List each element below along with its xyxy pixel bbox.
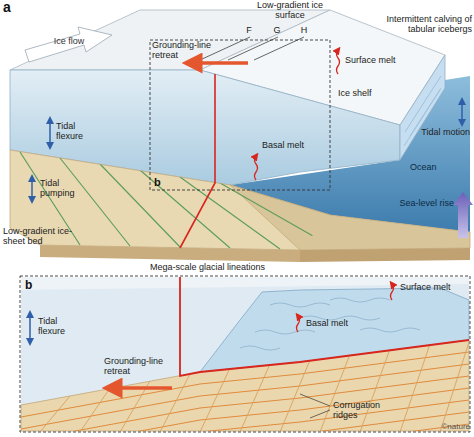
inset-basal-melt-symbol: [297, 316, 300, 332]
sea-level-arrow: [453, 192, 473, 238]
tidal-motion-arrow: [461, 101, 463, 123]
seafloor: [230, 185, 470, 250]
text-label: Surface melt: [400, 282, 466, 292]
ridge-lines: [21, 352, 469, 437]
text-label: Tidal pumping: [40, 178, 90, 198]
text-label: Surface melt: [345, 55, 403, 65]
text-label: Grounding-line retreat: [152, 40, 220, 60]
text-label: Ice flow: [36, 36, 102, 46]
ice-flow-arrow: [25, 27, 112, 62]
surface-melt-symbol: [337, 50, 340, 74]
text-label: Ocean: [410, 162, 454, 172]
block-side: [300, 248, 470, 262]
text-label: Corrugation ridges: [333, 400, 403, 420]
inset-tidal-flexure-arrow: [29, 314, 31, 342]
text-label: Basal melt: [306, 318, 366, 328]
inset-ice: [21, 277, 469, 431]
retreat-arrow: [192, 61, 248, 65]
text-label: Basal melt: [262, 140, 318, 150]
text-label: a: [3, 0, 17, 16]
grounding-line: [180, 74, 215, 248]
text-label: Tidal motion: [400, 127, 470, 137]
corrugation-leader: [300, 394, 330, 418]
inset-grounding-line: [180, 277, 469, 376]
basal-melt-symbol: [255, 156, 258, 180]
block-side: [40, 245, 300, 262]
text-label: ©nature: [420, 423, 470, 432]
calving-front-face: [400, 55, 445, 160]
inset-frame: [150, 40, 330, 190]
text-label: G: [272, 25, 282, 35]
text-label: Ice shelf: [338, 88, 388, 98]
tidal-flexure-arrow: [49, 120, 51, 146]
ridge-cross-lines: [40, 339, 470, 432]
text-label: H: [299, 25, 309, 35]
text-label: F: [244, 25, 254, 35]
tidal-pumping-arrow: [31, 178, 33, 200]
cavity-ripples: [240, 298, 420, 350]
text-label: Sea-level rise: [398, 198, 454, 208]
text-label: Grounding-line retreat: [104, 356, 176, 376]
text-label: Low-gradient ice-sheet bed: [3, 226, 83, 246]
text-label: b: [25, 279, 37, 292]
text-label: Intermittent calving of tabular icebergs: [372, 14, 472, 34]
inset-bed: [21, 340, 469, 431]
inset-retreat-arrow: [112, 386, 172, 390]
inset-frame: [20, 276, 470, 432]
corrugation-ridges: [21, 339, 470, 437]
text-label: Tidal flexure: [56, 121, 104, 141]
text-label: b: [154, 176, 166, 188]
text-label: Mega-scale glacial lineations: [150, 262, 300, 272]
text-label: Tidal flexure: [38, 316, 86, 336]
inset-surface-melt-symbol: [391, 284, 394, 300]
text-label: Low-gradient ice surface: [250, 0, 330, 20]
